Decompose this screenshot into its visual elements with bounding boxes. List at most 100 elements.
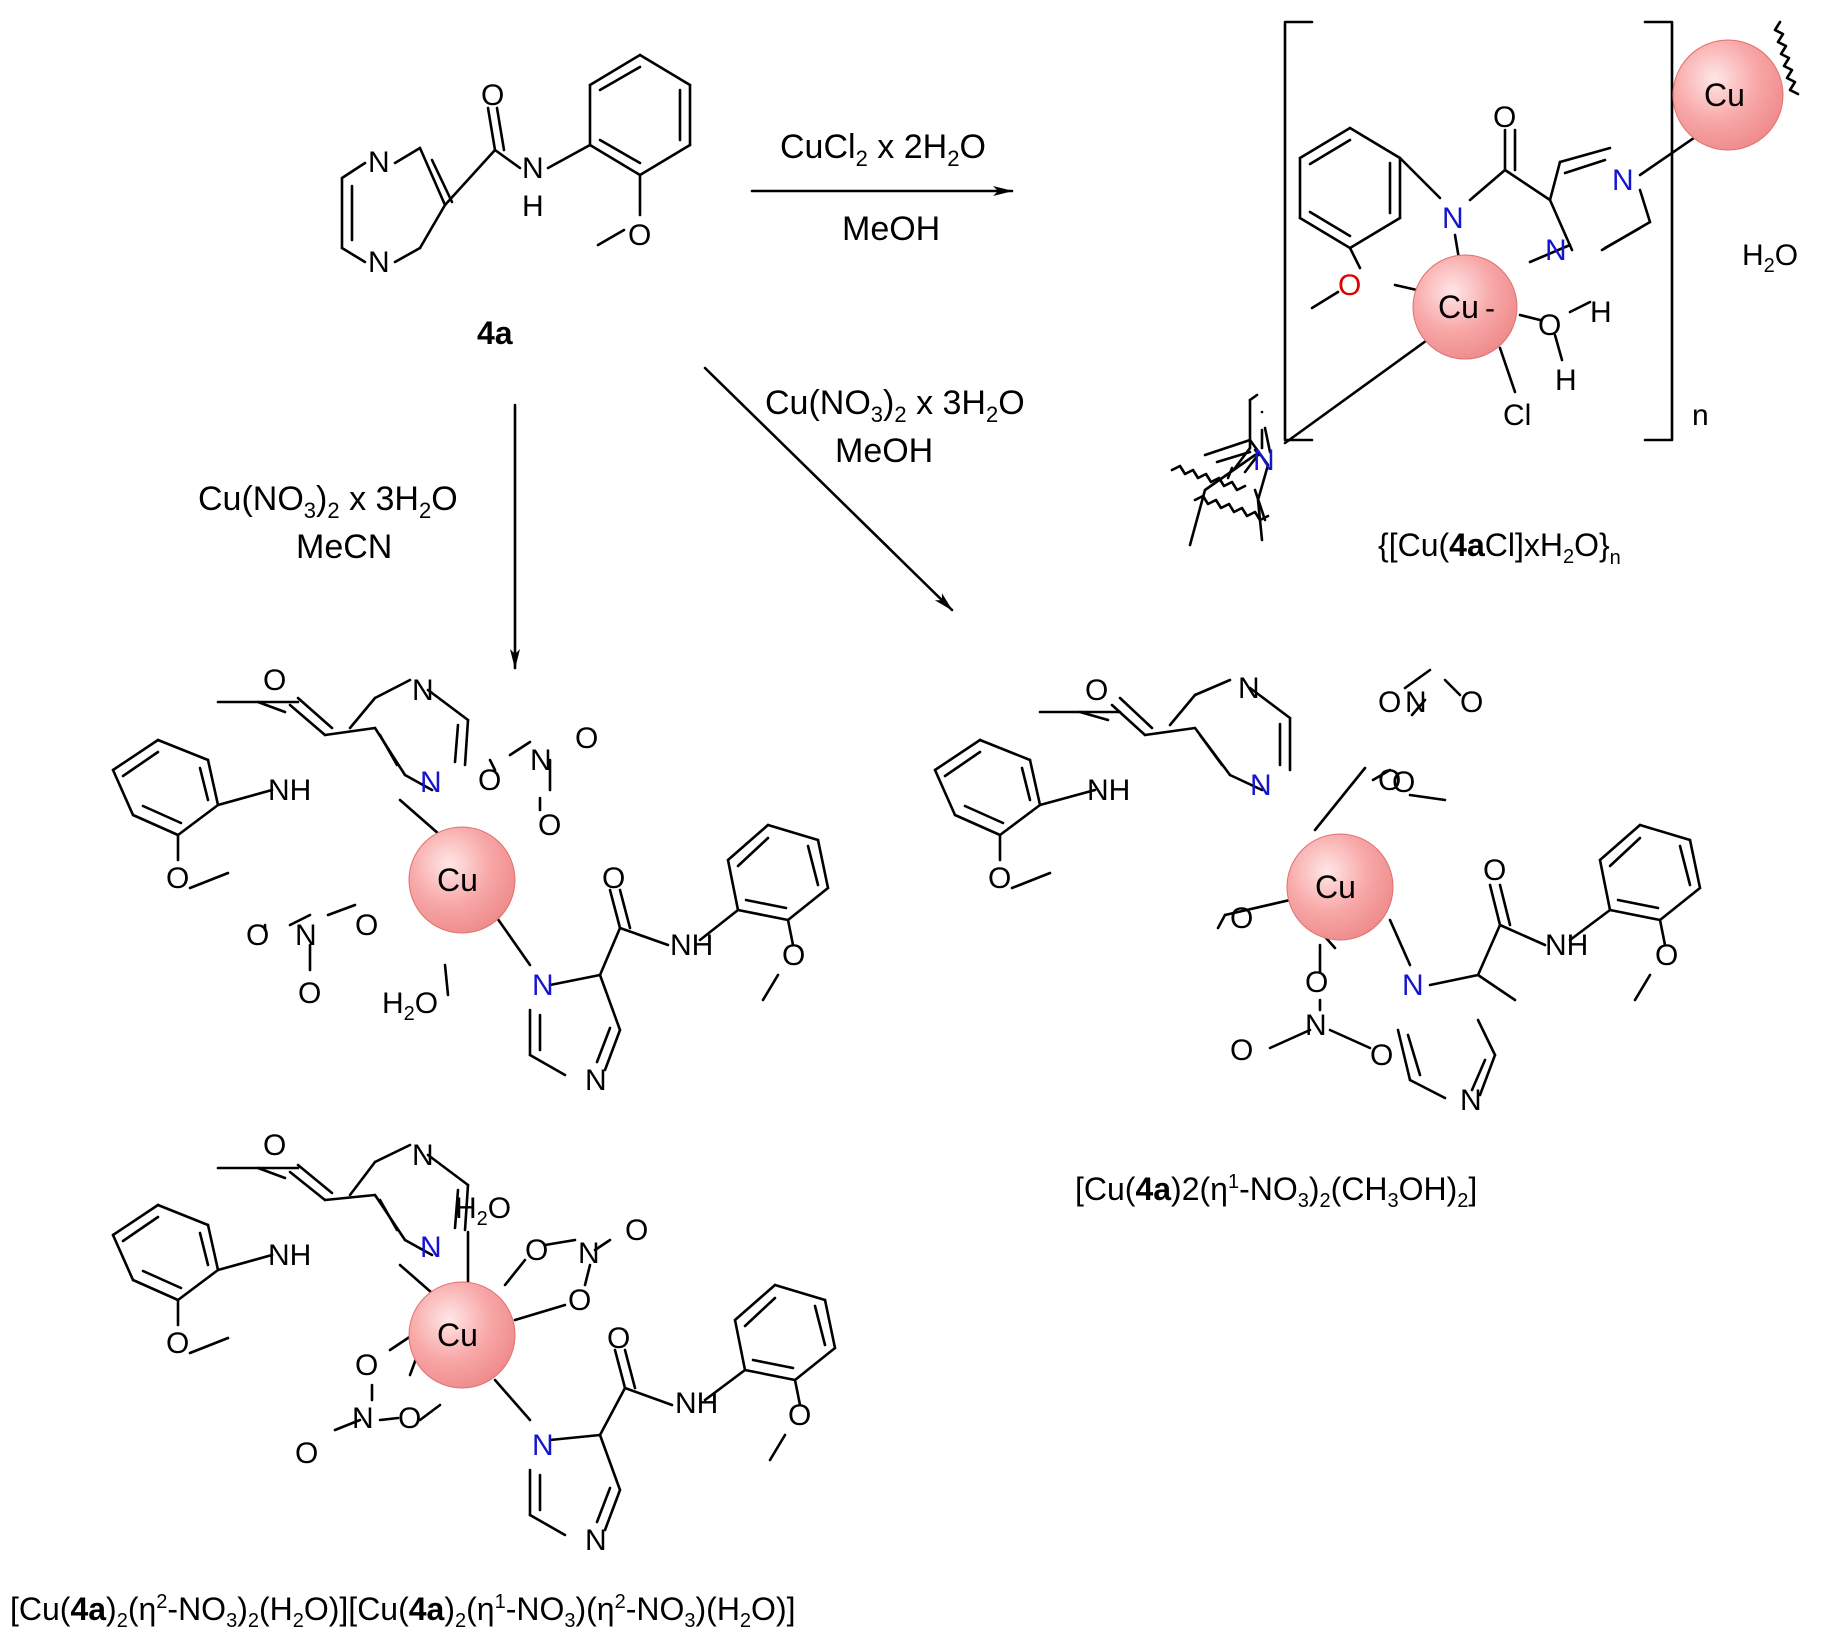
atom-nh: NH: [670, 929, 713, 962]
atom-o-methoxy: O: [988, 862, 1011, 895]
atom-n-nitrate: N: [530, 744, 552, 777]
atom-o-nitrate: O: [1370, 1039, 1393, 1072]
cu-centre: [408, 826, 516, 934]
cu-bond-dash: -: [1485, 292, 1495, 325]
atom-n-ring: N: [585, 1524, 607, 1557]
atom-o-nitrate: O: [1378, 686, 1401, 719]
ligand-4a-structure: N N O N H O: [340, 53, 692, 279]
atom-n-nitrate: N: [352, 1402, 374, 1435]
water-ligand: H2O: [382, 987, 438, 1025]
cu-label: Cu: [1315, 869, 1356, 905]
atom-n-nitrate: N: [578, 1237, 600, 1270]
condition-solvent-water: MeCN: [296, 528, 392, 566]
atom-nh: NH: [268, 1239, 311, 1272]
atom-h-water: H: [1590, 296, 1612, 329]
atom-o-methoxy: O: [782, 939, 805, 972]
atom-n-amide: N: [522, 152, 544, 185]
atom-n-ring-blue: N: [1402, 969, 1424, 1002]
atom-o-carbonyl: O: [1483, 854, 1506, 887]
atom-o-methoxy: O: [166, 1327, 189, 1360]
atom-n-nitrate: N: [1305, 1009, 1327, 1042]
atom-o-nitrate: O: [295, 1437, 318, 1470]
atom-n-ring: N: [368, 246, 390, 279]
atom-o-carbonyl: O: [602, 862, 625, 895]
atom-h-water: H: [1555, 364, 1577, 397]
atom-o-nitrate: O: [1305, 966, 1328, 999]
cu-label: Cu: [437, 862, 478, 898]
cu-label: Cu: [1438, 289, 1479, 325]
atom-o-methoxy: O: [1655, 939, 1678, 972]
condition-reagent-water: Cu(NO3)2 x 3H2O: [198, 480, 458, 523]
atom-o-carbonyl: O: [607, 1322, 630, 1355]
condition-solvent-polymer: MeOH: [842, 210, 940, 248]
atom-n-pyrazine-blue: N: [1612, 164, 1634, 197]
atom-cl: Cl: [1503, 399, 1531, 432]
cu-centre-neighbour: [1672, 39, 1784, 151]
atom-n-ring: N: [412, 1139, 434, 1172]
methanol-complex-structure: O N N NH O O N O O O O O N O O N N O NH …: [933, 668, 1702, 1117]
atom-o-carbonyl: O: [1085, 674, 1108, 707]
cu-centre: [408, 1281, 516, 1389]
atom-n-ring-blue: N: [1250, 769, 1272, 802]
atom-o-nitrate: O: [246, 919, 269, 952]
atom-o-nitrate: O: [1460, 686, 1483, 719]
atom-n-pyrazine-blue: N: [1545, 234, 1567, 267]
atom-o-nitrate: O: [398, 1402, 421, 1435]
atom-n-ring: N: [1238, 672, 1260, 705]
atom-o-nitrate: O: [1378, 764, 1401, 797]
atom-o-nitrate: O: [575, 722, 598, 755]
water-ligand: H2O: [455, 1192, 511, 1230]
atom-o-nitrate: O: [625, 1214, 648, 1247]
atom-o-nitrate: O: [1230, 1034, 1253, 1067]
methanol-complex-label: [Cu(4a)2(η1-NO3)2(CH3OH)2]: [1075, 1171, 1477, 1212]
condition-solvent-methanol: MeOH: [835, 432, 933, 470]
water-complex-structure-a: O N N NH O O N O O O N O O H2O N N O NH …: [111, 664, 830, 1097]
atom-n-ring-blue: N: [420, 1231, 442, 1264]
arrow-to-methanol-complex: [703, 366, 954, 612]
atom-o-nitrate: O: [355, 909, 378, 942]
atom-nh: NH: [268, 774, 311, 807]
atom-o-methoxy: O: [628, 219, 651, 252]
atom-n-ring-blue: N: [532, 1429, 554, 1462]
atom-o-carbonyl: O: [263, 664, 286, 697]
atom-h-amide: H: [522, 190, 544, 223]
atom-n-ring-blue: N: [420, 766, 442, 799]
atom-o-nitrate: O: [568, 1284, 591, 1317]
atom-o-carbonyl: O: [481, 79, 504, 112]
water-complex-structure-b: O N N NH O H2O O N O O O O N O N N O NH …: [111, 1129, 837, 1557]
condition-reagent-methanol: Cu(NO3)2 x 3H2O: [765, 384, 1025, 427]
atom-o-carbonyl: O: [263, 1129, 286, 1162]
atom-o-nitrate: O: [298, 977, 321, 1010]
atom-n-amide-blue: N: [1442, 202, 1464, 235]
atom-o-carbonyl: O: [1493, 101, 1516, 134]
atom-n-ring-blue: N: [532, 969, 554, 1002]
atom-o-nitrate: O: [478, 764, 501, 797]
ligand-label: 4a: [477, 315, 513, 351]
atom-n-bridge-blue: N: [1253, 444, 1275, 477]
condition-reagent-polymer: CuCl2 x 2H2O: [780, 128, 986, 171]
cu-centre: [1286, 833, 1394, 941]
polymer-label: {[Cu(4aCl]xH2O}n: [1378, 527, 1621, 569]
atom-n-nitrate: N: [1405, 686, 1427, 719]
atom-o-methoxy-red: O: [1338, 269, 1361, 302]
atom-o-nitrate: O: [525, 1234, 548, 1267]
atom-n-ring: N: [412, 674, 434, 707]
atom-n-ring: N: [1460, 1084, 1482, 1117]
water-complex-label: [Cu(4a)2(η2-NO3)2(H2O)][Cu(4a)2(η1-NO3)(…: [10, 1591, 795, 1632]
atom-o-nitrate: O: [355, 1349, 378, 1382]
atom-o-methoxy: O: [166, 862, 189, 895]
polymer-repeat-n: n: [1692, 399, 1709, 432]
atom-o-methanol: O: [1392, 766, 1415, 799]
atom-n-ring: N: [368, 146, 390, 179]
cu-centre: [1412, 254, 1518, 360]
cu-label: Cu: [1704, 77, 1745, 113]
atom-o-nitrate: O: [538, 809, 561, 842]
atom-nh: NH: [675, 1387, 718, 1420]
atom-o-methanol: O: [1230, 902, 1253, 935]
atom-o-water: O: [1538, 309, 1561, 342]
atom-nh: NH: [1087, 774, 1130, 807]
atom-n-nitrate: N: [295, 919, 317, 952]
atom-n-ring: N: [585, 1064, 607, 1097]
atom-nh: NH: [1545, 929, 1588, 962]
